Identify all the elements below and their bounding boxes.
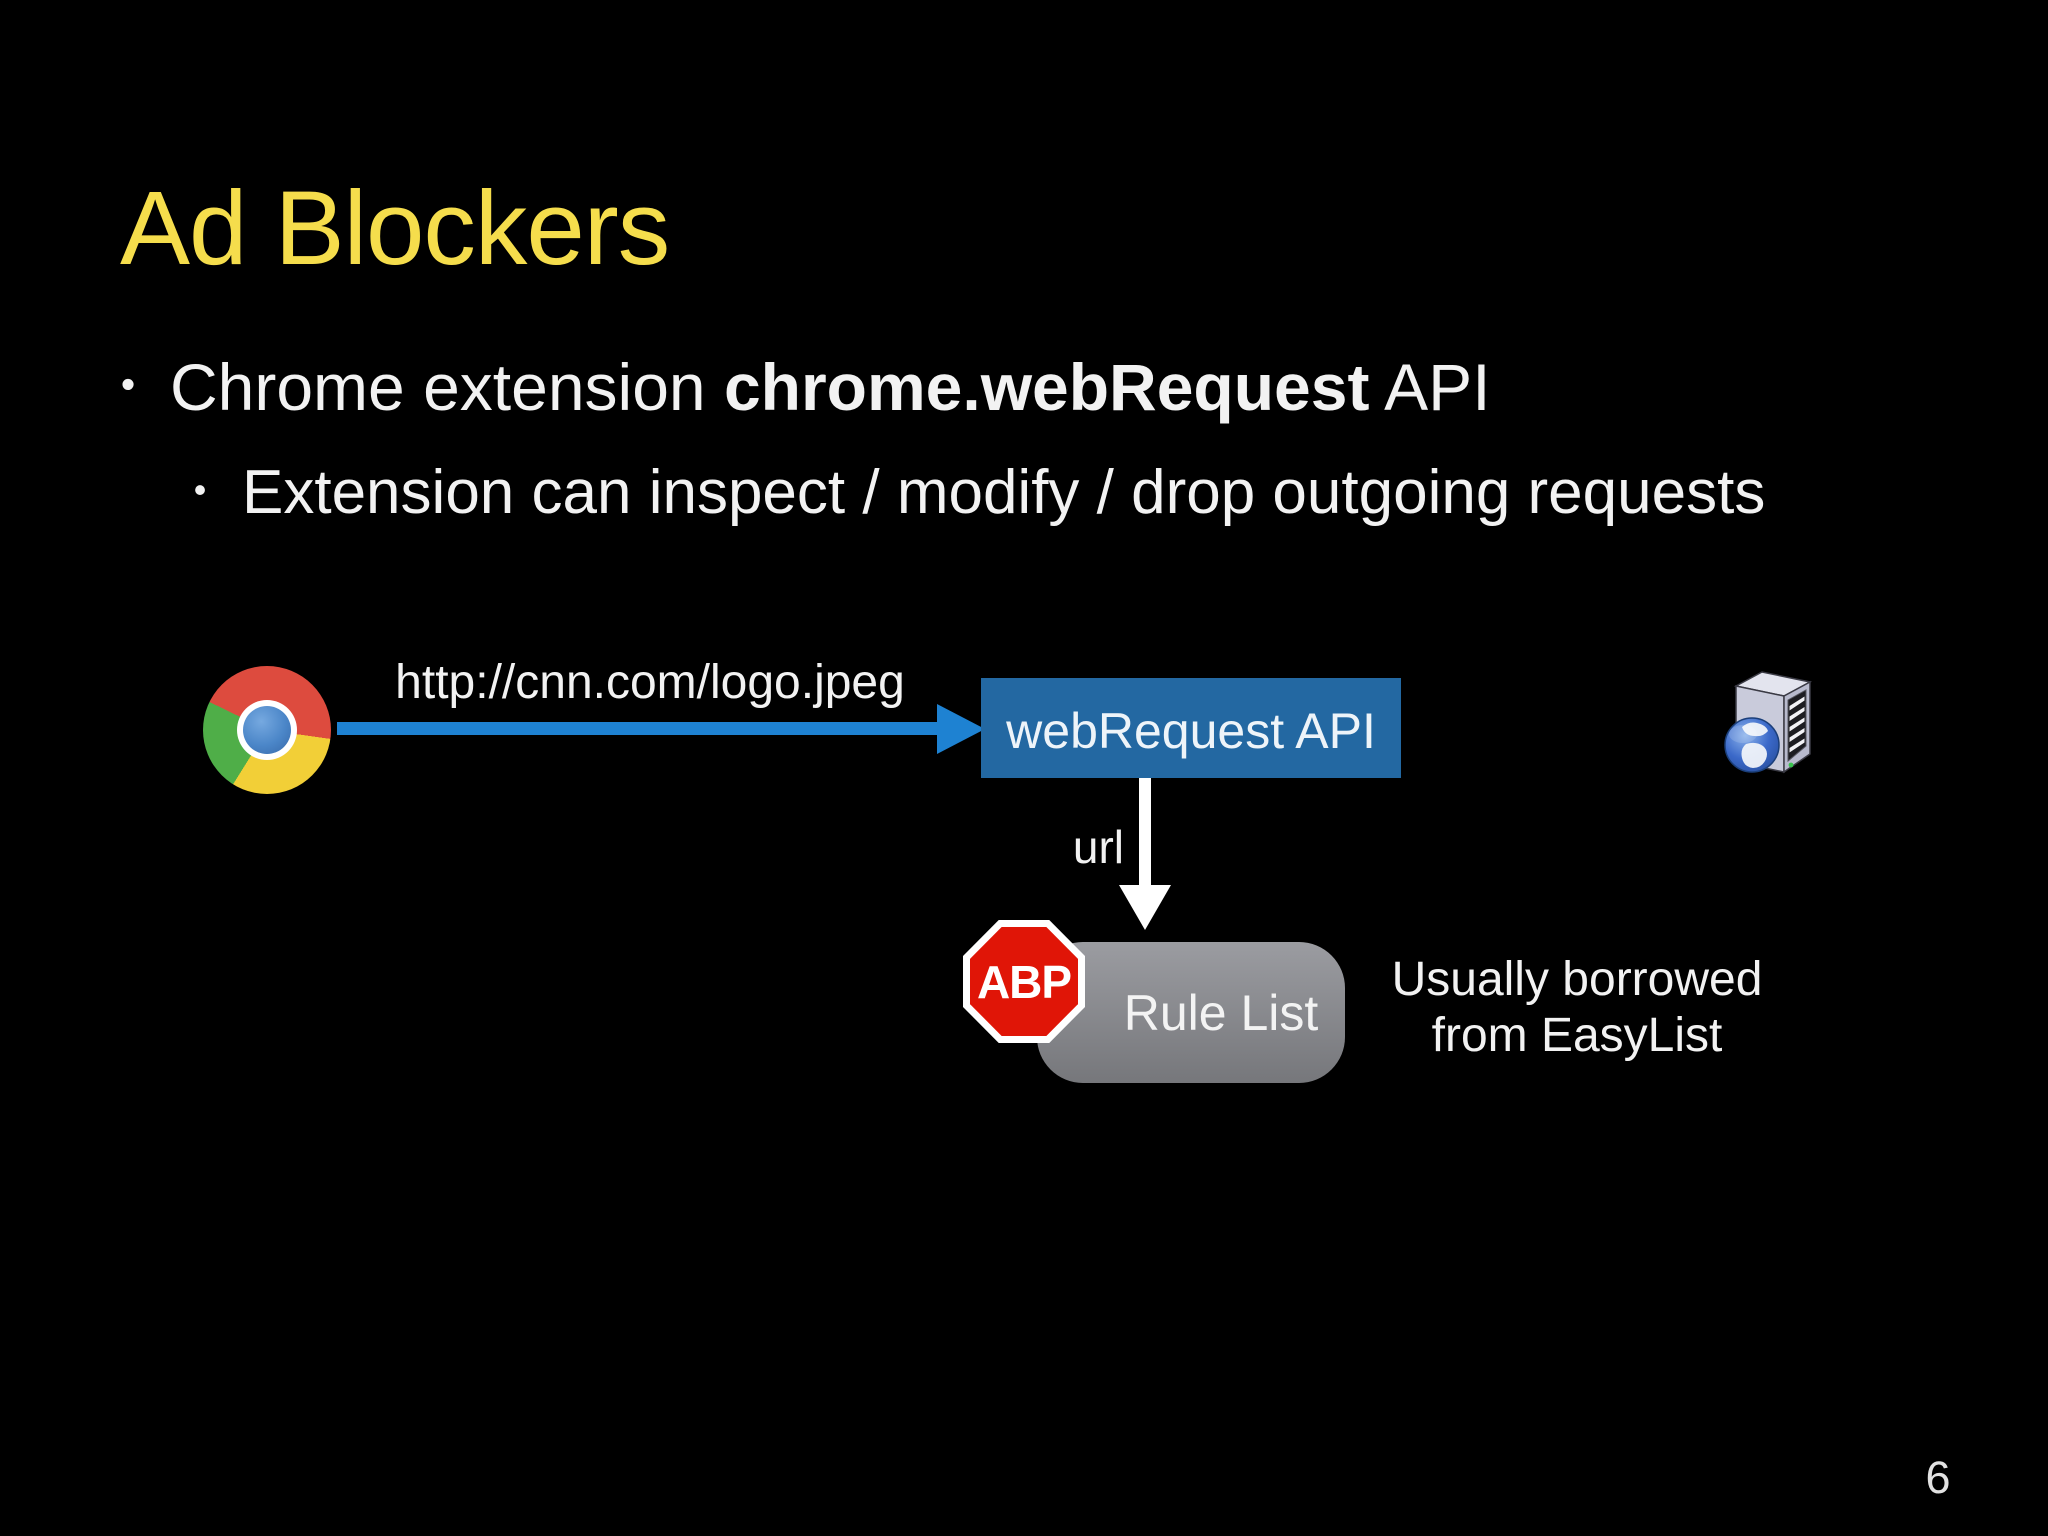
- page-number: 6: [1925, 1452, 1951, 1503]
- webrequest-api-box: webRequest API: [981, 678, 1401, 778]
- bullet-1-bold: chrome.webRequest: [723, 350, 1370, 424]
- url-arrow-line: [1139, 778, 1151, 887]
- request-arrow-head: [937, 704, 985, 754]
- bullet-1-pre: Chrome extension: [170, 350, 724, 424]
- request-url-label: http://cnn.com/logo.jpeg: [395, 656, 905, 709]
- webrequest-api-label: webRequest API: [1006, 703, 1376, 759]
- request-arrow-line: [337, 722, 938, 735]
- bullet-icon: •: [193, 468, 207, 510]
- url-arrow-head: [1119, 885, 1171, 930]
- abp-stop-sign-icon: ABP: [963, 920, 1085, 1043]
- bullet-item-1: • Chrome extension chrome.webRequest API: [86, 348, 1491, 427]
- abp-label: ABP: [976, 955, 1072, 1008]
- easylist-note-line2: from EasyList: [1431, 1008, 1723, 1062]
- rule-list-label: Rule List: [1123, 984, 1319, 1041]
- rule-list-box: Rule List: [1037, 942, 1345, 1083]
- easylist-note-line1: Usually borrowed: [1391, 953, 1763, 1006]
- bullet-item-2: • Extension can inspect / modify / drop …: [158, 456, 1766, 530]
- page-title: Ad Blockers: [120, 170, 670, 288]
- web-server-graphic: [1724, 671, 1813, 774]
- abp-octagon-fill: [970, 927, 1078, 1036]
- chrome-icon: [203, 666, 331, 794]
- url-arrow-label: url: [1072, 821, 1124, 873]
- bullet-1-text: Chrome extension chrome.webRequest API: [170, 348, 1491, 427]
- web-server-icon: [1722, 664, 1834, 782]
- bullet-1-post: API: [1369, 350, 1491, 424]
- bullet-2-text: Extension can inspect / modify / drop ou…: [242, 458, 1766, 527]
- easylist-note: Usually borrowed from EasyList: [1372, 952, 1782, 1063]
- chrome-icon-center: [243, 706, 291, 754]
- bullet-icon: •: [120, 361, 136, 408]
